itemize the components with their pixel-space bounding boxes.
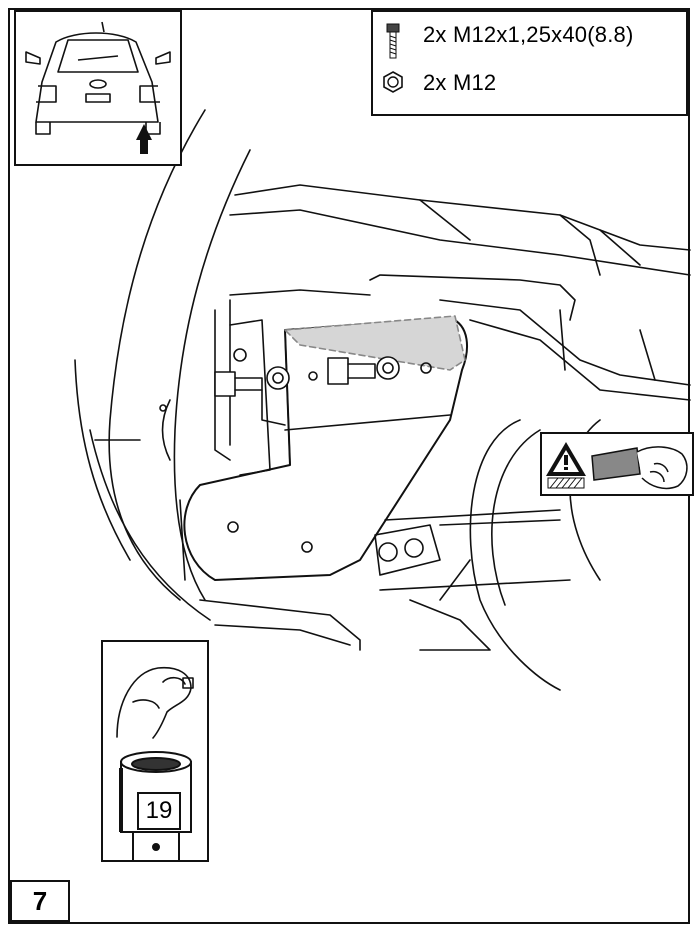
tool-inset: 19 <box>101 640 209 862</box>
nut-icon <box>383 71 403 93</box>
arrow-up-icon <box>136 124 152 154</box>
car-rear-icon <box>25 21 171 154</box>
bolt-icon <box>386 23 400 59</box>
socket-size-label: 19 <box>137 792 181 830</box>
warning-inset <box>540 432 694 496</box>
part-bolt-label: 2x M12x1,25x40(8.8) <box>423 22 634 47</box>
step-number: 7 <box>10 880 70 922</box>
car-rear-view-inset <box>14 10 182 166</box>
hand-removing-tape-icon <box>591 446 688 490</box>
parts-list: 2x M12x1,25x40(8.8) 2x M12 <box>371 10 688 116</box>
part-nut-label: 2x M12 <box>423 70 497 95</box>
warning-triangle-icon <box>546 442 586 489</box>
